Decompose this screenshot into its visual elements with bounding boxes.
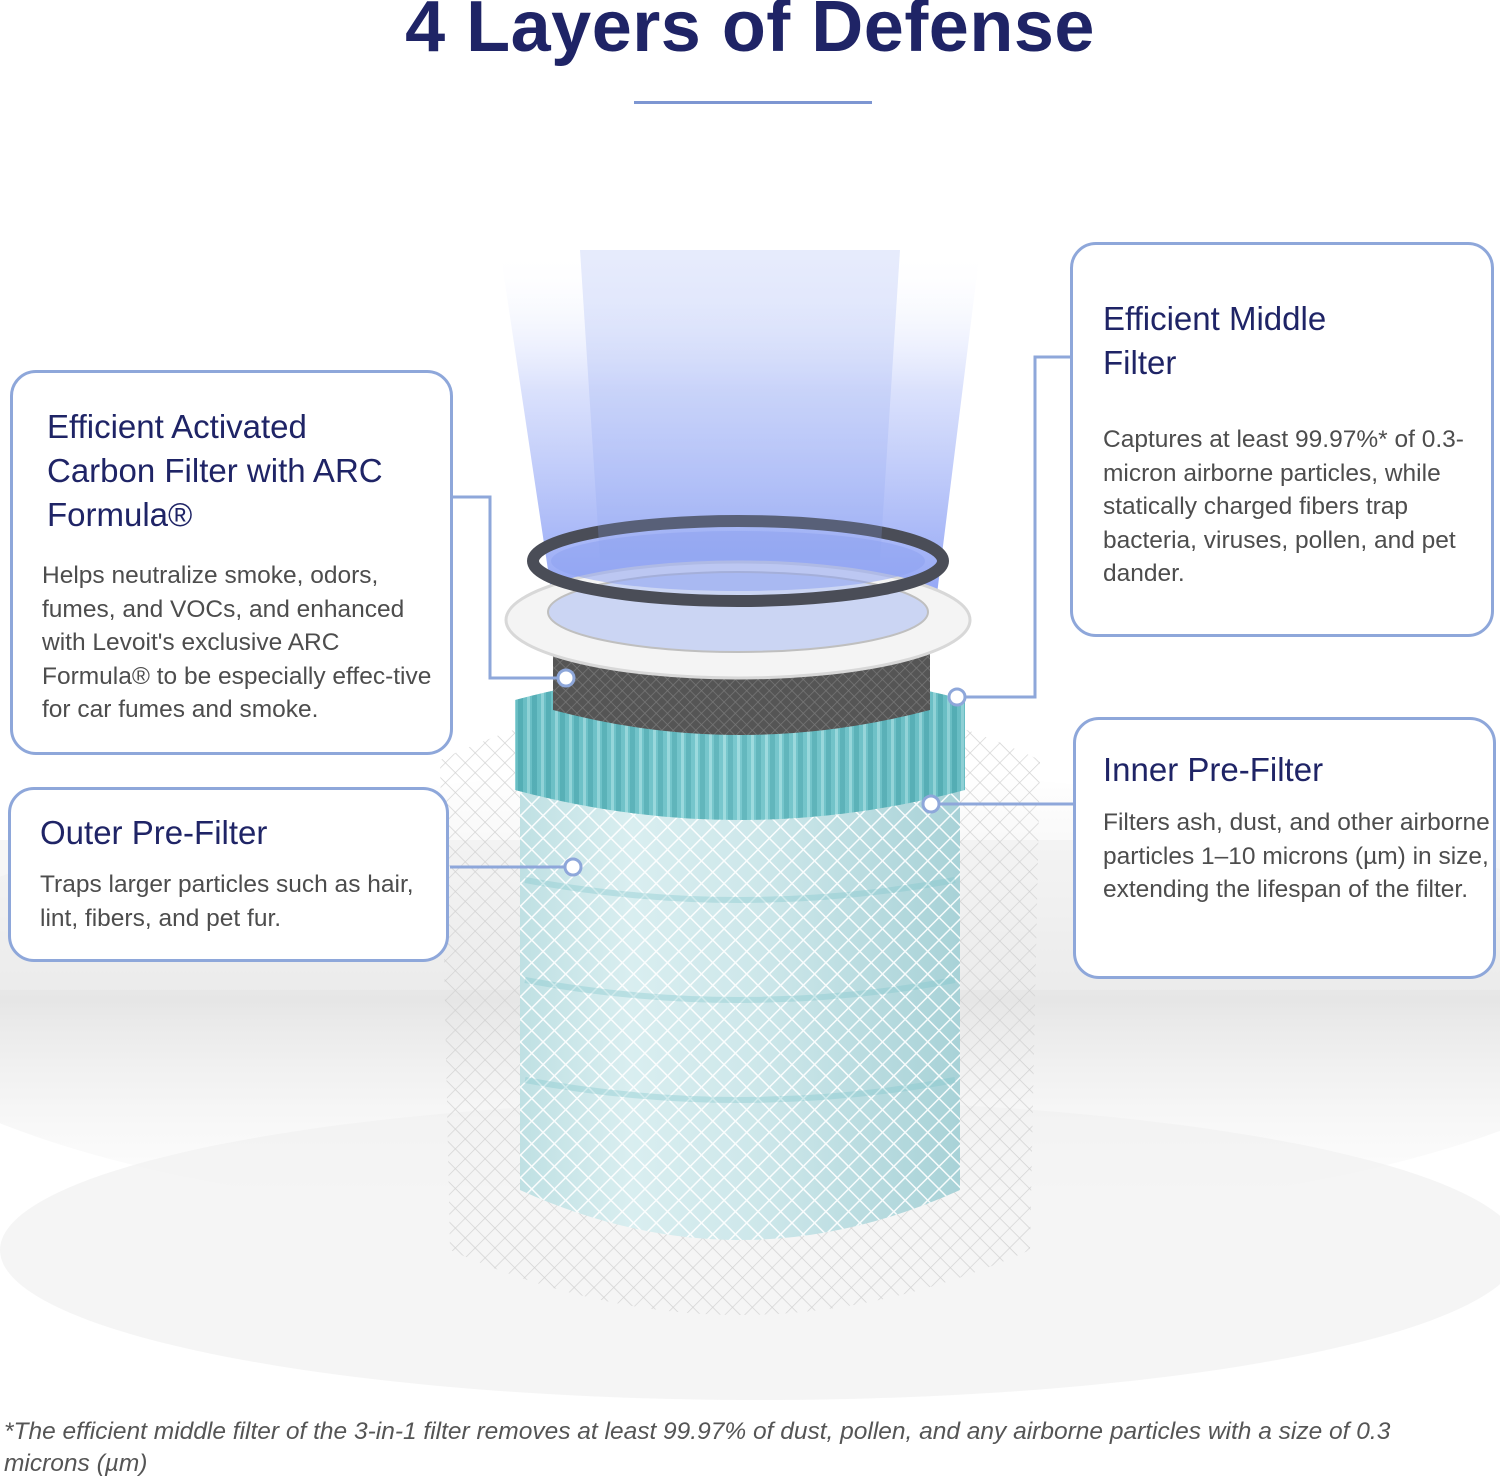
title-underline [634, 101, 872, 104]
footnote: *The efficient middle filter of the 3-in… [4, 1418, 1391, 1477]
inner-prefilter-title: Inner Pre-Filter [1103, 751, 1324, 788]
outer-prefilter-card: Outer Pre-Filter Traps larger particles … [8, 787, 449, 962]
inner-prefilter-card: Inner Pre-Filter Filters ash, dust, and … [1073, 717, 1496, 979]
carbon-filter-title: Efficient Activated Carbon Filter with A… [47, 408, 383, 533]
page-title: 4 Layers of Defense [405, 0, 1095, 67]
carbon-filter-card: Efficient Activated Carbon Filter with A… [10, 370, 453, 755]
middle-filter-card: Efficient Middle Filter Captures at leas… [1070, 242, 1494, 637]
carbon-filter-description: Helps neutralize smoke, odors, fumes, an… [42, 562, 432, 723]
outer-prefilter-title: Outer Pre-Filter [40, 814, 268, 851]
outer-prefilter-description: Traps larger particles such as hair, lin… [40, 871, 414, 932]
middle-filter-title: Efficient Middle Filter [1103, 300, 1327, 381]
inner-prefilter-description: Filters ash, dust, and other airborne pa… [1103, 809, 1490, 903]
middle-filter-description: Captures at least 99.97%* of 0.3-micron … [1103, 426, 1464, 587]
